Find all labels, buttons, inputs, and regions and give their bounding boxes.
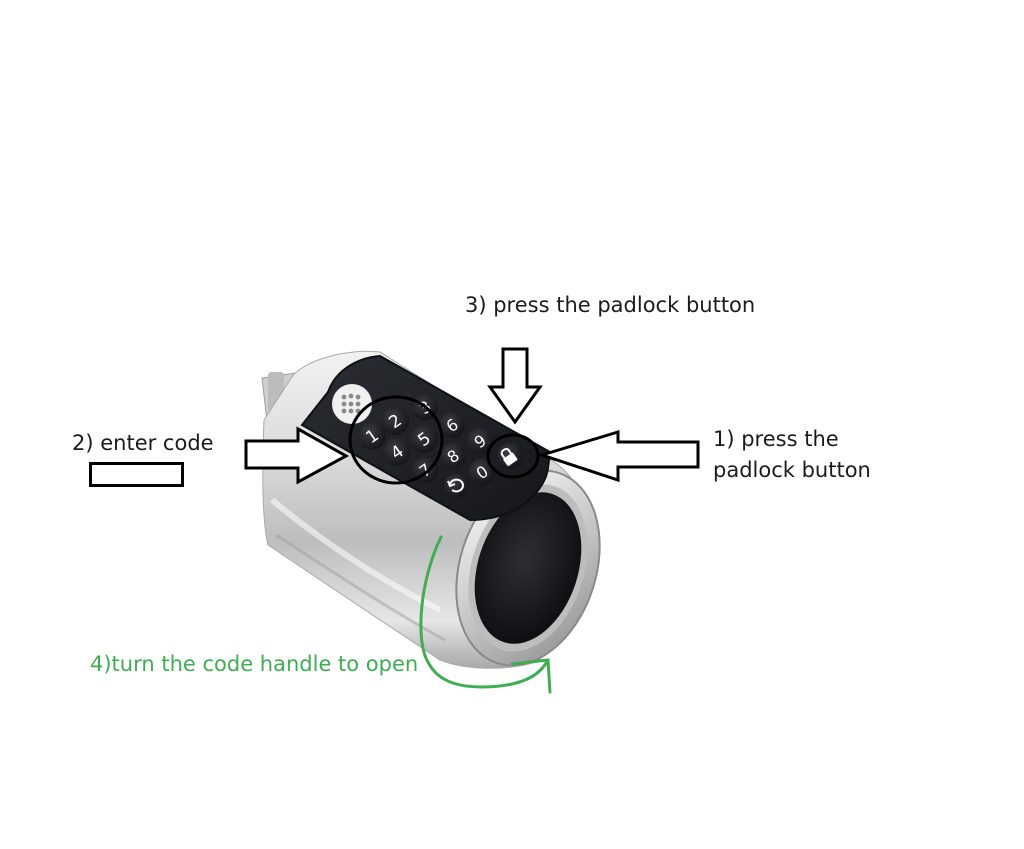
padlock-icon [500, 448, 518, 466]
padlock-button-highlight [486, 433, 540, 479]
key-2[interactable]: 2 [381, 407, 409, 435]
arrow-down-icon [487, 347, 543, 425]
key-5[interactable]: 5 [410, 425, 438, 453]
padlock-button[interactable] [497, 443, 523, 469]
key-0[interactable]: 0 [469, 459, 495, 485]
step2-label: 2) enter code [72, 431, 214, 455]
fingerprint-end [455, 469, 601, 667]
key-1[interactable]: 1 [358, 422, 386, 450]
return-arrow-icon[interactable] [444, 474, 468, 498]
key-4[interactable]: 4 [383, 438, 411, 466]
step1-label-line1: 1) press the [713, 427, 839, 451]
arrow-left-icon [537, 429, 700, 483]
code-entry-box [89, 462, 184, 487]
key-8[interactable]: 8 [440, 443, 466, 469]
step3-label: 3) press the padlock button [465, 293, 756, 317]
step1-label: 1) press the padlock button [713, 424, 871, 486]
turn-arrow-icon [419, 535, 552, 694]
keypad-logo-icon [332, 384, 372, 424]
fingerprint-sensor [474, 492, 582, 644]
code-keys-highlight [348, 395, 444, 485]
key-6[interactable]: 6 [439, 412, 465, 438]
arrow-right-icon [244, 426, 350, 485]
step1-label-line2: padlock button [713, 458, 871, 482]
step4-label: 4)turn the code handle to open [90, 652, 419, 676]
key-9[interactable]: 9 [467, 428, 493, 454]
